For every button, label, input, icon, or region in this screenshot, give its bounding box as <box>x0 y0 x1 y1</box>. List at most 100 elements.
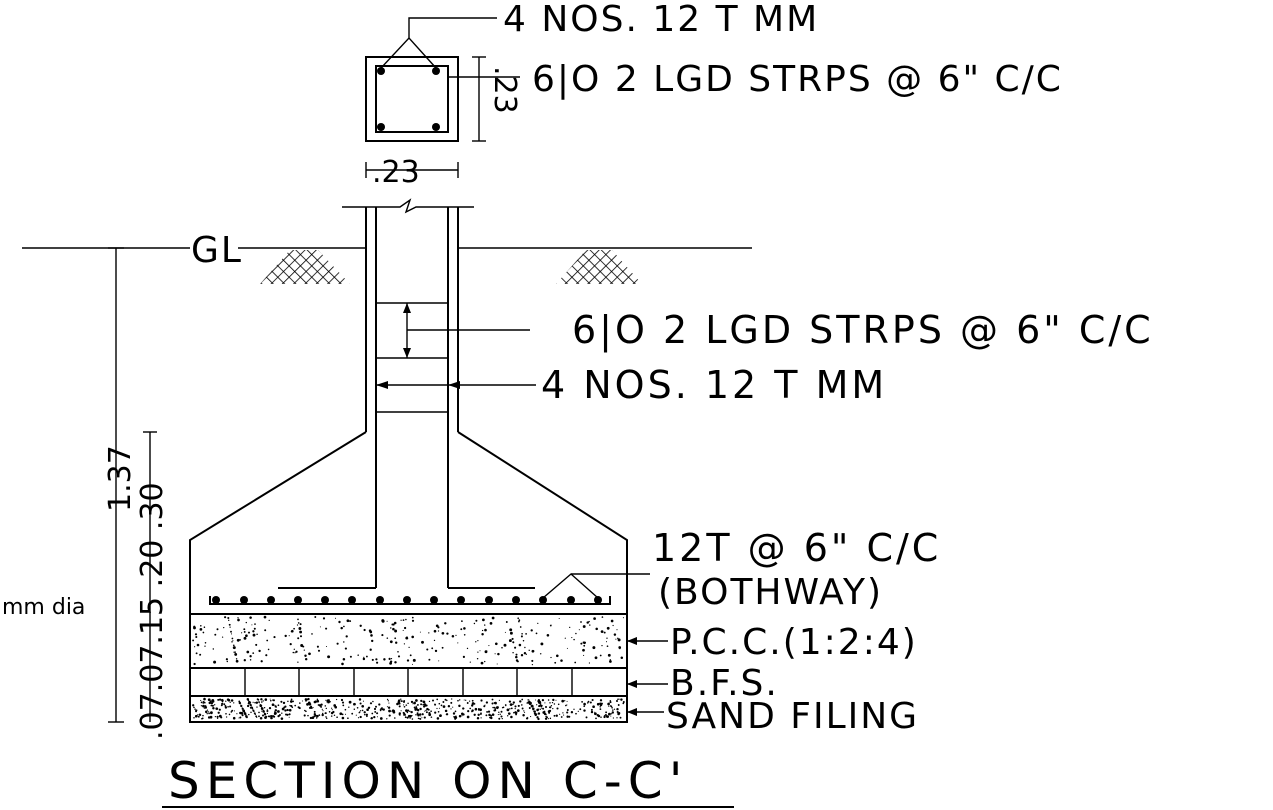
speckle-dot <box>233 651 235 653</box>
speckle-dot <box>530 629 533 632</box>
speckle-dot <box>522 713 525 717</box>
speckle-dot <box>583 641 586 645</box>
speckle-dot <box>395 641 398 644</box>
speckle-dot <box>349 655 352 658</box>
speckle-dot <box>460 712 464 716</box>
speckle-dot <box>519 700 522 703</box>
speckle-dot <box>333 714 336 717</box>
speckle-dot <box>398 705 401 708</box>
speckle-dot <box>589 701 592 704</box>
speckle-dot <box>225 700 227 702</box>
speckle-dot <box>255 643 258 646</box>
speckle-dot <box>272 699 275 702</box>
speckle-dot <box>365 713 369 717</box>
speckle-dot <box>386 637 389 639</box>
speckle-dot <box>446 699 448 702</box>
speckle-dot <box>477 708 480 711</box>
speckle-dot <box>473 713 476 716</box>
speckle-dot <box>216 708 218 710</box>
speckle-dot <box>608 712 611 716</box>
speckle-dot <box>515 655 518 659</box>
speckle-dot <box>300 644 304 647</box>
speckle-dot <box>444 698 447 701</box>
speckle-dot <box>479 650 481 652</box>
speckle-dot <box>206 713 208 715</box>
speckle-dot <box>386 706 388 708</box>
speckle-dot <box>515 713 518 716</box>
speckle-dot <box>325 717 328 720</box>
speckle-dot <box>439 715 442 717</box>
speckle-dot <box>338 620 341 624</box>
speckle-dot <box>563 714 565 716</box>
speckle-dot <box>212 648 215 650</box>
column-cross-section <box>365 17 520 178</box>
speckle-dot <box>198 713 202 717</box>
speckle-dot <box>566 647 568 649</box>
speckle-dot <box>406 716 409 719</box>
speckle-dot <box>264 629 267 632</box>
speckle-dot <box>412 703 414 705</box>
speckle-dot <box>425 709 427 712</box>
speckle-dot <box>233 710 235 712</box>
speckle-dot <box>501 717 503 720</box>
speckle-dot <box>340 698 344 702</box>
speckle-dot <box>438 702 441 705</box>
speckle-dot <box>308 652 311 656</box>
speckle-dot <box>225 658 228 661</box>
speckle-dot <box>537 717 540 721</box>
speckle-dot <box>207 716 211 719</box>
speckle-dot <box>525 633 527 635</box>
speckle-dot <box>599 699 603 702</box>
speckle-dot <box>248 702 251 704</box>
speckle-dot <box>498 717 501 720</box>
speckle-dot <box>362 657 366 661</box>
speckle-dot <box>560 659 563 662</box>
speckle-dot <box>280 700 283 703</box>
base-bar <box>209 596 611 605</box>
speckle-dot <box>530 704 534 708</box>
speckle-dot <box>422 700 426 704</box>
speckle-dot <box>582 625 586 628</box>
speckle-dot <box>606 626 610 630</box>
speckle-dot <box>290 705 293 708</box>
speckle-dot <box>249 616 252 619</box>
speckle-dot <box>322 710 324 712</box>
speckle-dot <box>363 713 366 716</box>
speckle-dot <box>255 701 259 704</box>
speckle-dot <box>355 714 357 716</box>
speckle-dot <box>229 626 231 628</box>
speckle-dot <box>249 659 252 661</box>
speckle-dot <box>232 644 235 647</box>
speckle-dot <box>341 701 345 704</box>
speckle-dot <box>523 711 526 713</box>
speckle-dot <box>394 661 397 664</box>
speckle-dot <box>375 658 378 661</box>
speckle-dot <box>226 698 230 701</box>
speckle-dot <box>324 712 326 714</box>
speckle-dot <box>548 706 551 709</box>
speckle-dot <box>484 660 486 663</box>
speckle-dot <box>210 704 213 707</box>
speckle-dot <box>447 705 451 708</box>
speckle-dot <box>306 703 309 706</box>
speckle-dot <box>356 706 359 709</box>
speckle-dot <box>574 661 577 664</box>
speckle-dot <box>209 700 212 703</box>
speckle-dot <box>410 700 414 704</box>
speckle-dot <box>254 713 256 716</box>
speckle-dot <box>241 632 243 634</box>
speckle-dot <box>210 711 213 715</box>
speckle-dot <box>344 647 347 650</box>
speckle-dot <box>430 716 433 718</box>
speckle-dot <box>610 713 612 715</box>
speckle-dot <box>424 710 426 712</box>
speckle-dot <box>388 657 391 660</box>
speckle-dot <box>488 713 491 717</box>
speckle-dot <box>236 638 240 642</box>
speckle-dot <box>240 711 244 715</box>
speckle-dot <box>253 710 255 713</box>
speckle-dot <box>237 617 239 619</box>
speckle-dot <box>243 630 246 633</box>
speckle-dot <box>321 713 324 717</box>
speckle-dot <box>463 627 466 630</box>
